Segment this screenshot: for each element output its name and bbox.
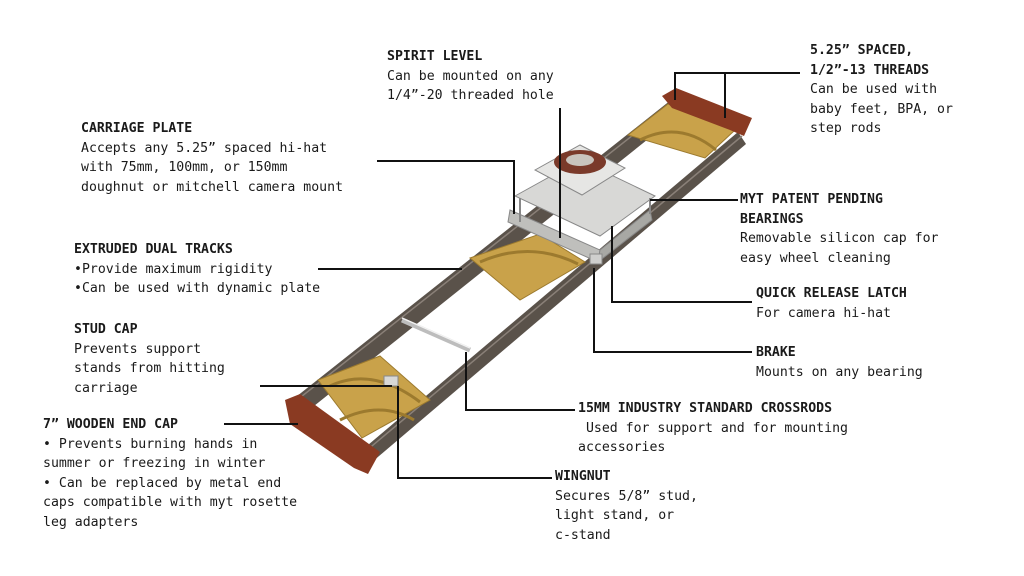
stud-cap-line-2: stands from hitting	[74, 361, 225, 376]
stud-cap-line-1: Prevents support	[74, 341, 202, 357]
dual-tracks-title: EXTRUDED DUAL TRACKS	[74, 242, 233, 257]
middle-brass-arc	[479, 250, 579, 266]
camera-mount-bowl	[566, 154, 594, 166]
quick-release-latch-block	[589, 253, 603, 265]
wooden-end-cap-line-1: • Prevents burning hands in	[43, 436, 258, 452]
wingnut-line-2: light stand, or	[555, 508, 675, 523]
near-end-assembly	[317, 355, 431, 439]
leader-carriage-plate	[377, 160, 515, 214]
near-wood-end-cap	[285, 394, 380, 474]
callout-patent-bearings: MYT PATENT PENDING BEARINGS Removable si…	[740, 190, 939, 268]
leader-lines	[224, 72, 800, 479]
callout-carriage-plate: CARRIAGE PLATE Accepts any 5.25” spaced …	[81, 119, 343, 197]
carriage-plate-line-3: doughnut or mitchell camera mount	[81, 179, 344, 195]
spaced-threads-title-2: 1/2”-13 THREADS	[810, 62, 930, 78]
wooden-end-cap-line-4: caps compatible with myt rosette	[43, 495, 298, 510]
callout-brake: BRAKE Mounts on any bearing	[756, 343, 923, 382]
brake-title: BRAKE	[756, 345, 796, 360]
spaced-threads-line-3: step rods	[810, 121, 882, 136]
stud-cap-line-3: carriage	[74, 380, 138, 396]
dual-tracks-line-1: •Provide maximum rigidity	[74, 261, 273, 277]
crossrod-shine	[401, 317, 471, 349]
spaced-threads-line-1: Can be used with	[810, 82, 938, 97]
leader-brake	[593, 268, 752, 353]
spirit-level-title: SPIRIT LEVEL	[387, 49, 483, 64]
wooden-end-cap-line-5: leg adapters	[43, 514, 139, 530]
wingnut-line-1: Secures 5/8” stud,	[555, 488, 698, 504]
crossrod-bar	[400, 317, 472, 353]
near-end-brass-plate	[317, 355, 431, 439]
near-end-brass-arc-1	[329, 377, 421, 404]
spirit-level-line-2: 1/4”-20 threaded hole	[387, 88, 554, 103]
crossrods-line-2: accessories	[578, 440, 666, 455]
patent-bearings-title-2: BEARINGS	[740, 211, 804, 227]
patent-bearings-line-2: easy wheel cleaning	[740, 250, 891, 266]
carriage-assembly	[507, 144, 656, 265]
callout-crossrods: 15MM INDUSTRY STANDARD CROSSRODS Used fo…	[578, 399, 848, 458]
callout-wooden-end-cap: 7” WOODEN END CAP • Prevents burning han…	[43, 415, 297, 532]
leader-spaced-threads	[674, 72, 800, 118]
leader-release-latch	[611, 226, 752, 303]
wingnut-line-3: c-stand	[555, 527, 611, 543]
callout-release-latch: QUICK RELEASE LATCH For camera hi-hat	[756, 284, 907, 323]
carriage-plate-title: CARRIAGE PLATE	[81, 121, 193, 136]
carriage-plate-line-1: Accepts any 5.25” spaced hi-hat	[81, 140, 328, 156]
crossrod	[400, 317, 472, 353]
callout-dual-tracks: EXTRUDED DUAL TRACKS •Provide maximum ri…	[74, 240, 320, 299]
release-latch-line-1: For camera hi-hat	[756, 305, 891, 321]
leader-wingnut	[397, 386, 552, 479]
stud-cap-block	[383, 375, 399, 387]
patent-bearings-line-1: Removable silicon cap for	[740, 231, 939, 246]
wingnut-title: WINGNUT	[555, 469, 611, 484]
leader-crossrods	[465, 352, 575, 411]
callout-stud-cap: STUD CAP Prevents support stands from hi…	[74, 320, 225, 398]
callout-spaced-threads: 5.25” SPACED, 1/2”-13 THREADS Can be use…	[810, 41, 953, 139]
wooden-end-cap-line-3: • Can be replaced by metal end	[43, 475, 282, 491]
far-wood-end-cap	[662, 88, 752, 136]
dual-tracks-line-2: •Can be used with dynamic plate	[74, 281, 321, 296]
spaced-threads-title-1: 5.25” SPACED,	[810, 43, 914, 58]
far-end-assembly	[626, 88, 752, 159]
rail-back-highlight	[291, 97, 681, 405]
carriage-plate-line-2: with 75mm, 100mm, or 150mm	[81, 160, 288, 175]
callout-wingnut: WINGNUT Secures 5/8” stud, light stand, …	[555, 467, 698, 545]
wooden-end-cap-title: 7” WOODEN END CAP	[43, 417, 178, 432]
far-end-brass-arc	[639, 130, 717, 152]
middle-brace	[469, 233, 586, 301]
spaced-threads-line-2: baby feet, BPA, or	[810, 101, 953, 117]
spirit-level-line-1: Can be mounted on any	[387, 68, 554, 84]
patent-bearings-title-1: MYT PATENT PENDING	[740, 192, 883, 207]
crossrods-line-1: Used for support and for mounting	[578, 420, 848, 436]
callout-spirit-level: SPIRIT LEVEL Can be mounted on any 1/4”-…	[387, 47, 554, 106]
brake-line-1: Mounts on any bearing	[756, 364, 923, 380]
release-latch-title: QUICK RELEASE LATCH	[756, 286, 907, 301]
wooden-end-cap-line-2: summer or freezing in winter	[43, 456, 266, 471]
crossrods-title: 15MM INDUSTRY STANDARD CROSSRODS	[578, 401, 833, 416]
stud-cap-title: STUD CAP	[74, 322, 138, 337]
middle-brass-plate	[469, 233, 586, 301]
near-end-brass-arc-2	[339, 408, 415, 422]
